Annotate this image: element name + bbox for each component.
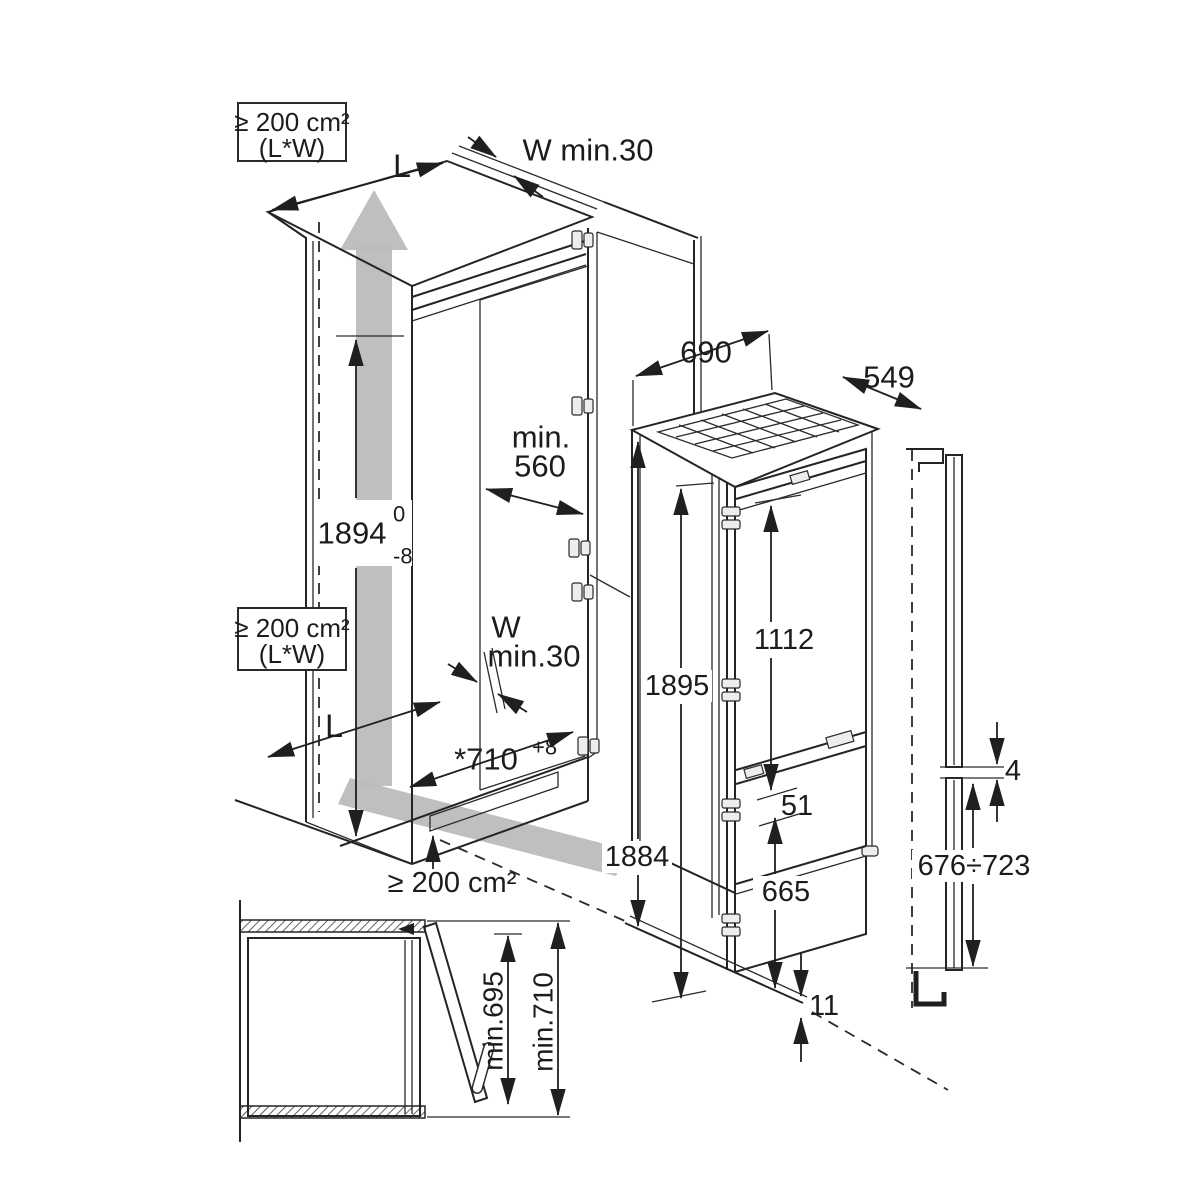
vent-grille-icon xyxy=(655,398,861,459)
cabinet-hinge-icon xyxy=(568,230,600,756)
vent-requirement-badge-top: ≥ 200 cm² (L*W) xyxy=(234,102,350,163)
niche-height-tol-upper: 0 xyxy=(393,502,405,527)
wall-gap-mid-value-label: min.30 xyxy=(487,639,580,674)
vent-bottom-area-label: ≥ 200 cm² xyxy=(388,867,517,899)
vent-top-area-label: ≥ 200 cm² xyxy=(234,107,350,137)
vent-mid-formula-label: (L*W) xyxy=(259,639,325,669)
niche-dimensions: ≥ 200 cm² (L*W) L W min.30 1894 0 -8 min… xyxy=(234,102,654,899)
lower-door-height-label: 665 xyxy=(762,876,810,908)
vent-requirement-badge-mid: ≥ 200 cm² (L*W) xyxy=(234,607,350,671)
niche-width-tol: +8 xyxy=(532,735,557,760)
appliance-height-rear-label: 1884 xyxy=(605,841,670,873)
vent-mid-area-label: ≥ 200 cm² xyxy=(234,613,350,643)
length-bottom-label: L xyxy=(325,708,343,744)
lower-panel-height-label: 676÷723 xyxy=(918,850,1031,882)
niche-height-value: 1894 xyxy=(318,516,387,551)
upper-door-height-label: 1112 xyxy=(754,624,814,656)
open-door-clearance-inner-label: min.695 xyxy=(478,971,509,1071)
niche-width-value: *710 xyxy=(454,742,518,777)
appliance-height-label: 1895 xyxy=(645,670,710,702)
open-door-clearance-outer-label: min.710 xyxy=(528,972,559,1072)
appliance-depth-label: 549 xyxy=(863,360,915,395)
floor-gap-label: 11 xyxy=(809,990,839,1022)
niche-depth-prefix-label: min. xyxy=(512,420,571,455)
panel-joint-gap-label: 4 xyxy=(1005,755,1021,787)
wall-gap-mid-prefix-label: W xyxy=(491,610,521,645)
open-door-icon xyxy=(422,921,489,1104)
vent-top-formula-label: (L*W) xyxy=(259,133,325,163)
appliance-hinge-icon xyxy=(721,506,741,937)
door-split-gap-label: 51 xyxy=(781,790,813,822)
door-handle-icon xyxy=(471,1042,495,1094)
door-swing-top-view: min.695 min.710 xyxy=(239,900,570,1142)
niche-depth-value-label: 560 xyxy=(514,449,566,484)
swing-direction-icon xyxy=(398,923,414,935)
floor-reference-line xyxy=(439,839,949,1091)
furniture-panel-drawing xyxy=(906,448,1004,1008)
appliance-width-label: 690 xyxy=(680,335,732,370)
appliance-dimensions: 690 549 1884 1895 1112 51 665 11 xyxy=(602,330,1036,1062)
wall-gap-top-label: W min.30 xyxy=(523,133,654,168)
niche-height-tol-lower: -8 xyxy=(393,544,413,569)
length-top-label: L xyxy=(393,148,411,184)
